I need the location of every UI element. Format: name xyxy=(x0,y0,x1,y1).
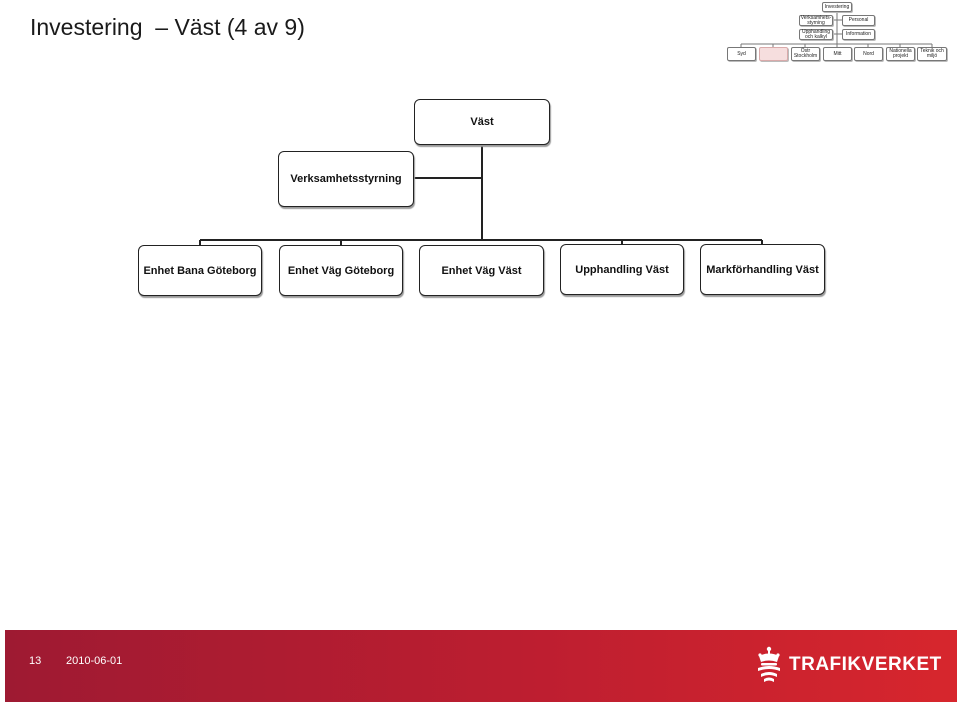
slide-title: Investering – Väst (4 av 9) xyxy=(30,14,305,40)
org-node-verksamhetsstyrning[interactable]: Verksamhetsstyrning xyxy=(278,151,414,207)
mini-node-investering[interactable]: Investering xyxy=(822,2,852,12)
trafikverket-logo: TRAFIKVERKET xyxy=(755,646,942,684)
org-node-enhet-bana-goteborg[interactable]: Enhet Bana Göteborg xyxy=(138,245,262,296)
org-node-markforhandling-vast[interactable]: Markförhandling Väst xyxy=(700,244,825,295)
org-node-upphandling-vast[interactable]: Upphandling Väst xyxy=(560,244,684,295)
mini-connector-lines xyxy=(740,12,933,47)
org-node-root[interactable]: Väst xyxy=(414,99,550,145)
mini-node-upphandling-kalkyl[interactable]: Upphandling och kalkyl xyxy=(799,29,833,40)
mini-node-nationella-projekt[interactable]: Nationella projekt xyxy=(886,47,915,61)
mini-node-teknik-miljo[interactable]: Teknik och miljö xyxy=(917,47,947,61)
mini-node-vast-active[interactable]: Väst xyxy=(759,47,788,61)
mini-node-information[interactable]: Information xyxy=(842,29,875,40)
footer-date: 2010-06-01 xyxy=(66,655,123,667)
mini-node-mitt[interactable]: Mitt xyxy=(823,47,852,61)
mini-node-ostr-stockholm[interactable]: Östr Stockholm xyxy=(791,47,820,61)
mini-node-nord[interactable]: Nord xyxy=(854,47,883,61)
mini-node-verksamhetsstyrning[interactable]: Verksamhets- styrning xyxy=(799,14,833,26)
page-number: 13 xyxy=(29,655,42,667)
crown-emblem-icon xyxy=(758,646,780,682)
mini-node-personal[interactable]: Personal xyxy=(842,15,875,26)
org-connector-lines xyxy=(199,144,763,246)
mini-node-syd[interactable]: Syd xyxy=(727,47,756,61)
footer-bar: 13 2010-06-01 TRAFIKVERKET xyxy=(5,630,957,702)
org-node-enhet-vag-goteborg[interactable]: Enhet Väg Göteborg xyxy=(279,245,403,296)
org-node-enhet-vag-vast[interactable]: Enhet Väg Väst xyxy=(419,245,544,296)
logo-text: TRAFIKVERKET xyxy=(789,654,942,675)
